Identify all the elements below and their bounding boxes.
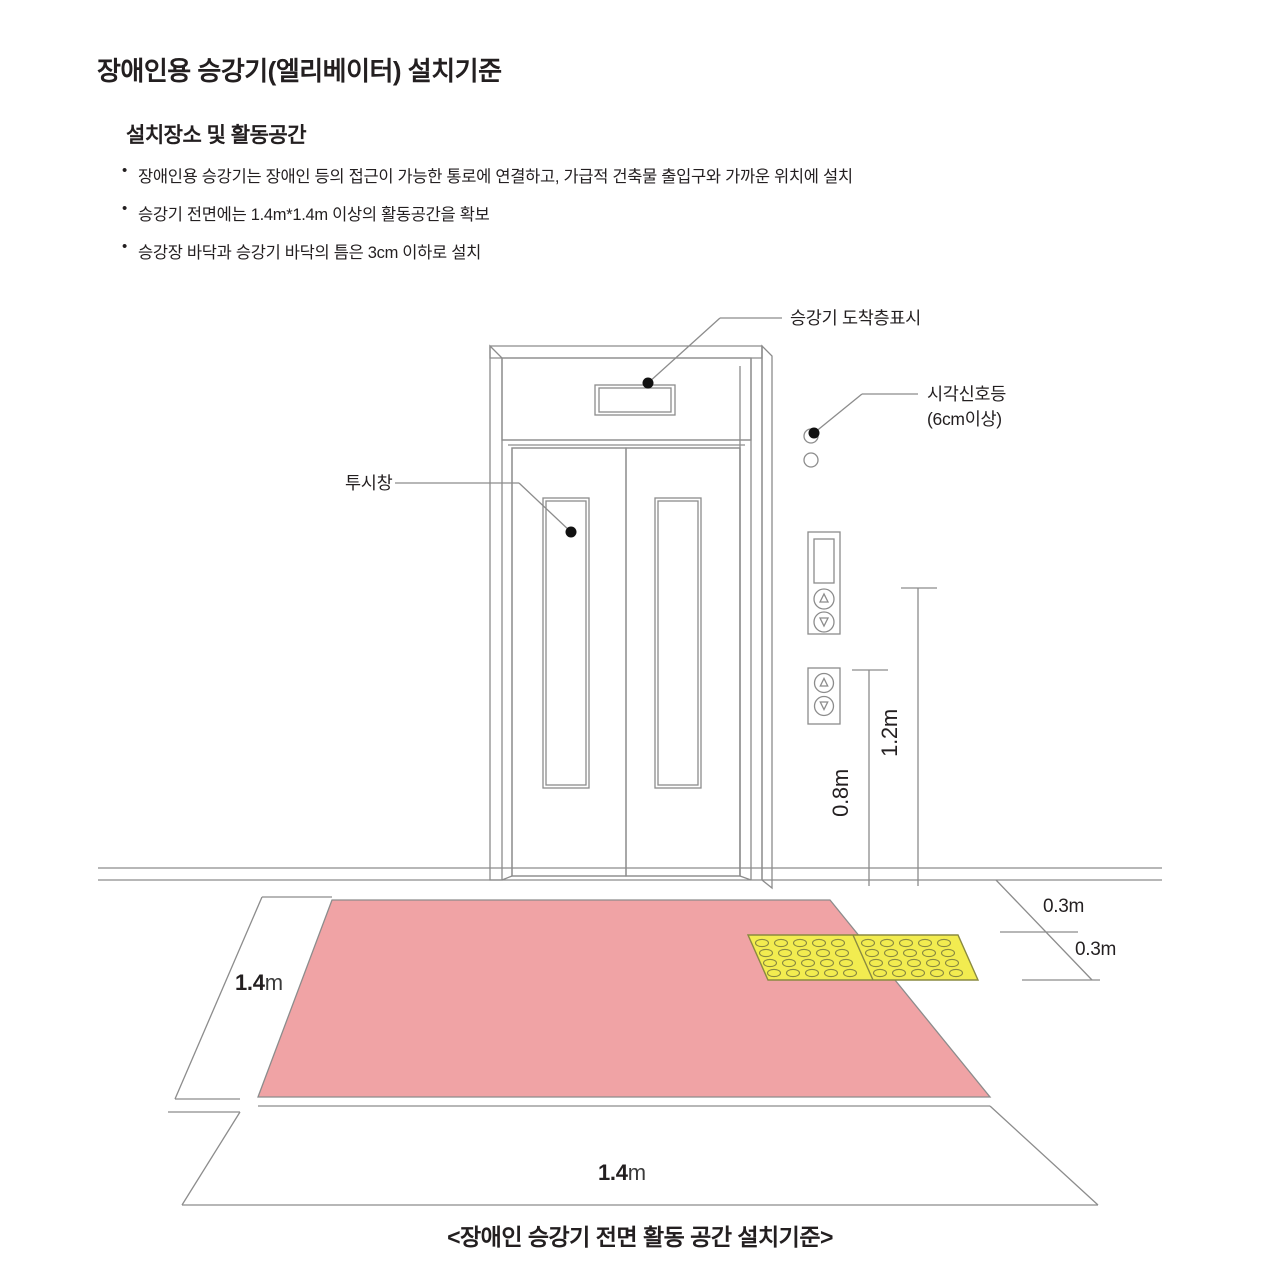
page-title: 장애인용 승강기(엘리베이터) 설치기준 xyxy=(97,56,502,87)
dimension-width-value: 1.4 xyxy=(598,1160,628,1185)
dimension-0-3m-group xyxy=(995,879,1100,981)
vision-panel-right xyxy=(654,497,702,789)
dimension-label-1-2m: 1.2m xyxy=(876,709,902,757)
floor-line xyxy=(98,867,1162,881)
hall-call-panel-low xyxy=(807,667,841,725)
list-item: 장애인용 승강기는 장애인 등의 접근이 가능한 통로에 연결하고, 가급적 건… xyxy=(120,162,1170,187)
dimension-1-2m xyxy=(901,587,937,886)
dimension-label-0-3m-bottom: 0.3m xyxy=(1075,939,1117,960)
callout-vision-panel: 투시창 xyxy=(345,473,393,493)
elevator-door-right xyxy=(625,447,741,877)
list-item: 승강기 전면에는 1.4m*1.4m 이상의 활동공간을 확보 xyxy=(120,200,1170,225)
elevator-frame xyxy=(489,344,773,890)
dimension-label-depth-1-4m: 1.4m xyxy=(235,970,283,996)
dimension-0-8m xyxy=(852,669,888,886)
requirement-list: 장애인용 승강기는 장애인 등의 접근이 가능한 통로에 연결하고, 가급적 건… xyxy=(120,162,1170,277)
diagram-canvas xyxy=(98,317,1162,1206)
elevator-doors xyxy=(501,447,752,881)
tactile-paving xyxy=(746,934,980,981)
callout-leader-vision-panel xyxy=(395,482,572,533)
dimension-label-0-3m-top: 0.3m xyxy=(1043,896,1085,917)
callout-leader-arrival-indicator xyxy=(647,317,782,384)
dimension-label-0-8m: 0.8m xyxy=(827,769,853,817)
hall-call-panel-high xyxy=(807,531,841,635)
section-subtitle: 설치장소 및 활동공간 xyxy=(126,124,307,148)
list-item: 승강장 바닥과 승강기 바닥의 틈은 3cm 이하로 설치 xyxy=(120,238,1170,263)
vision-panel-left xyxy=(542,497,590,789)
activity-space-dimension-outline xyxy=(168,896,1099,1206)
dimension-depth-unit: m xyxy=(264,970,283,995)
elevator-installation-diagram: 승강기 도착층표시 시각신호등 (6cm이상) 투시창 0.8m 1.2m 0.… xyxy=(0,280,1280,1220)
dimension-width-unit: m xyxy=(627,1160,646,1185)
callout-dots xyxy=(565,377,820,538)
elevator-door-left xyxy=(511,447,627,877)
figure-caption: <장애인 승강기 전면 활동 공간 설치기준> xyxy=(447,1224,833,1250)
callout-arrival-floor-indicator: 승강기 도착층표시 xyxy=(790,308,921,328)
dimension-depth-value: 1.4 xyxy=(235,970,265,995)
activity-space xyxy=(257,899,992,1098)
elevator-transom xyxy=(501,357,752,446)
callout-leader-visual-lamp xyxy=(813,393,918,434)
dimension-label-width-1-4m: 1.4m xyxy=(598,1160,646,1186)
callout-visual-signal-lamp-note: (6cm이상) xyxy=(927,409,1002,429)
callout-visual-signal-lamp: 시각신호등 (6cm이상) xyxy=(927,381,1006,431)
callout-visual-signal-lamp-title: 시각신호등 xyxy=(927,384,1006,404)
arrival-floor-indicator-box xyxy=(594,384,676,416)
